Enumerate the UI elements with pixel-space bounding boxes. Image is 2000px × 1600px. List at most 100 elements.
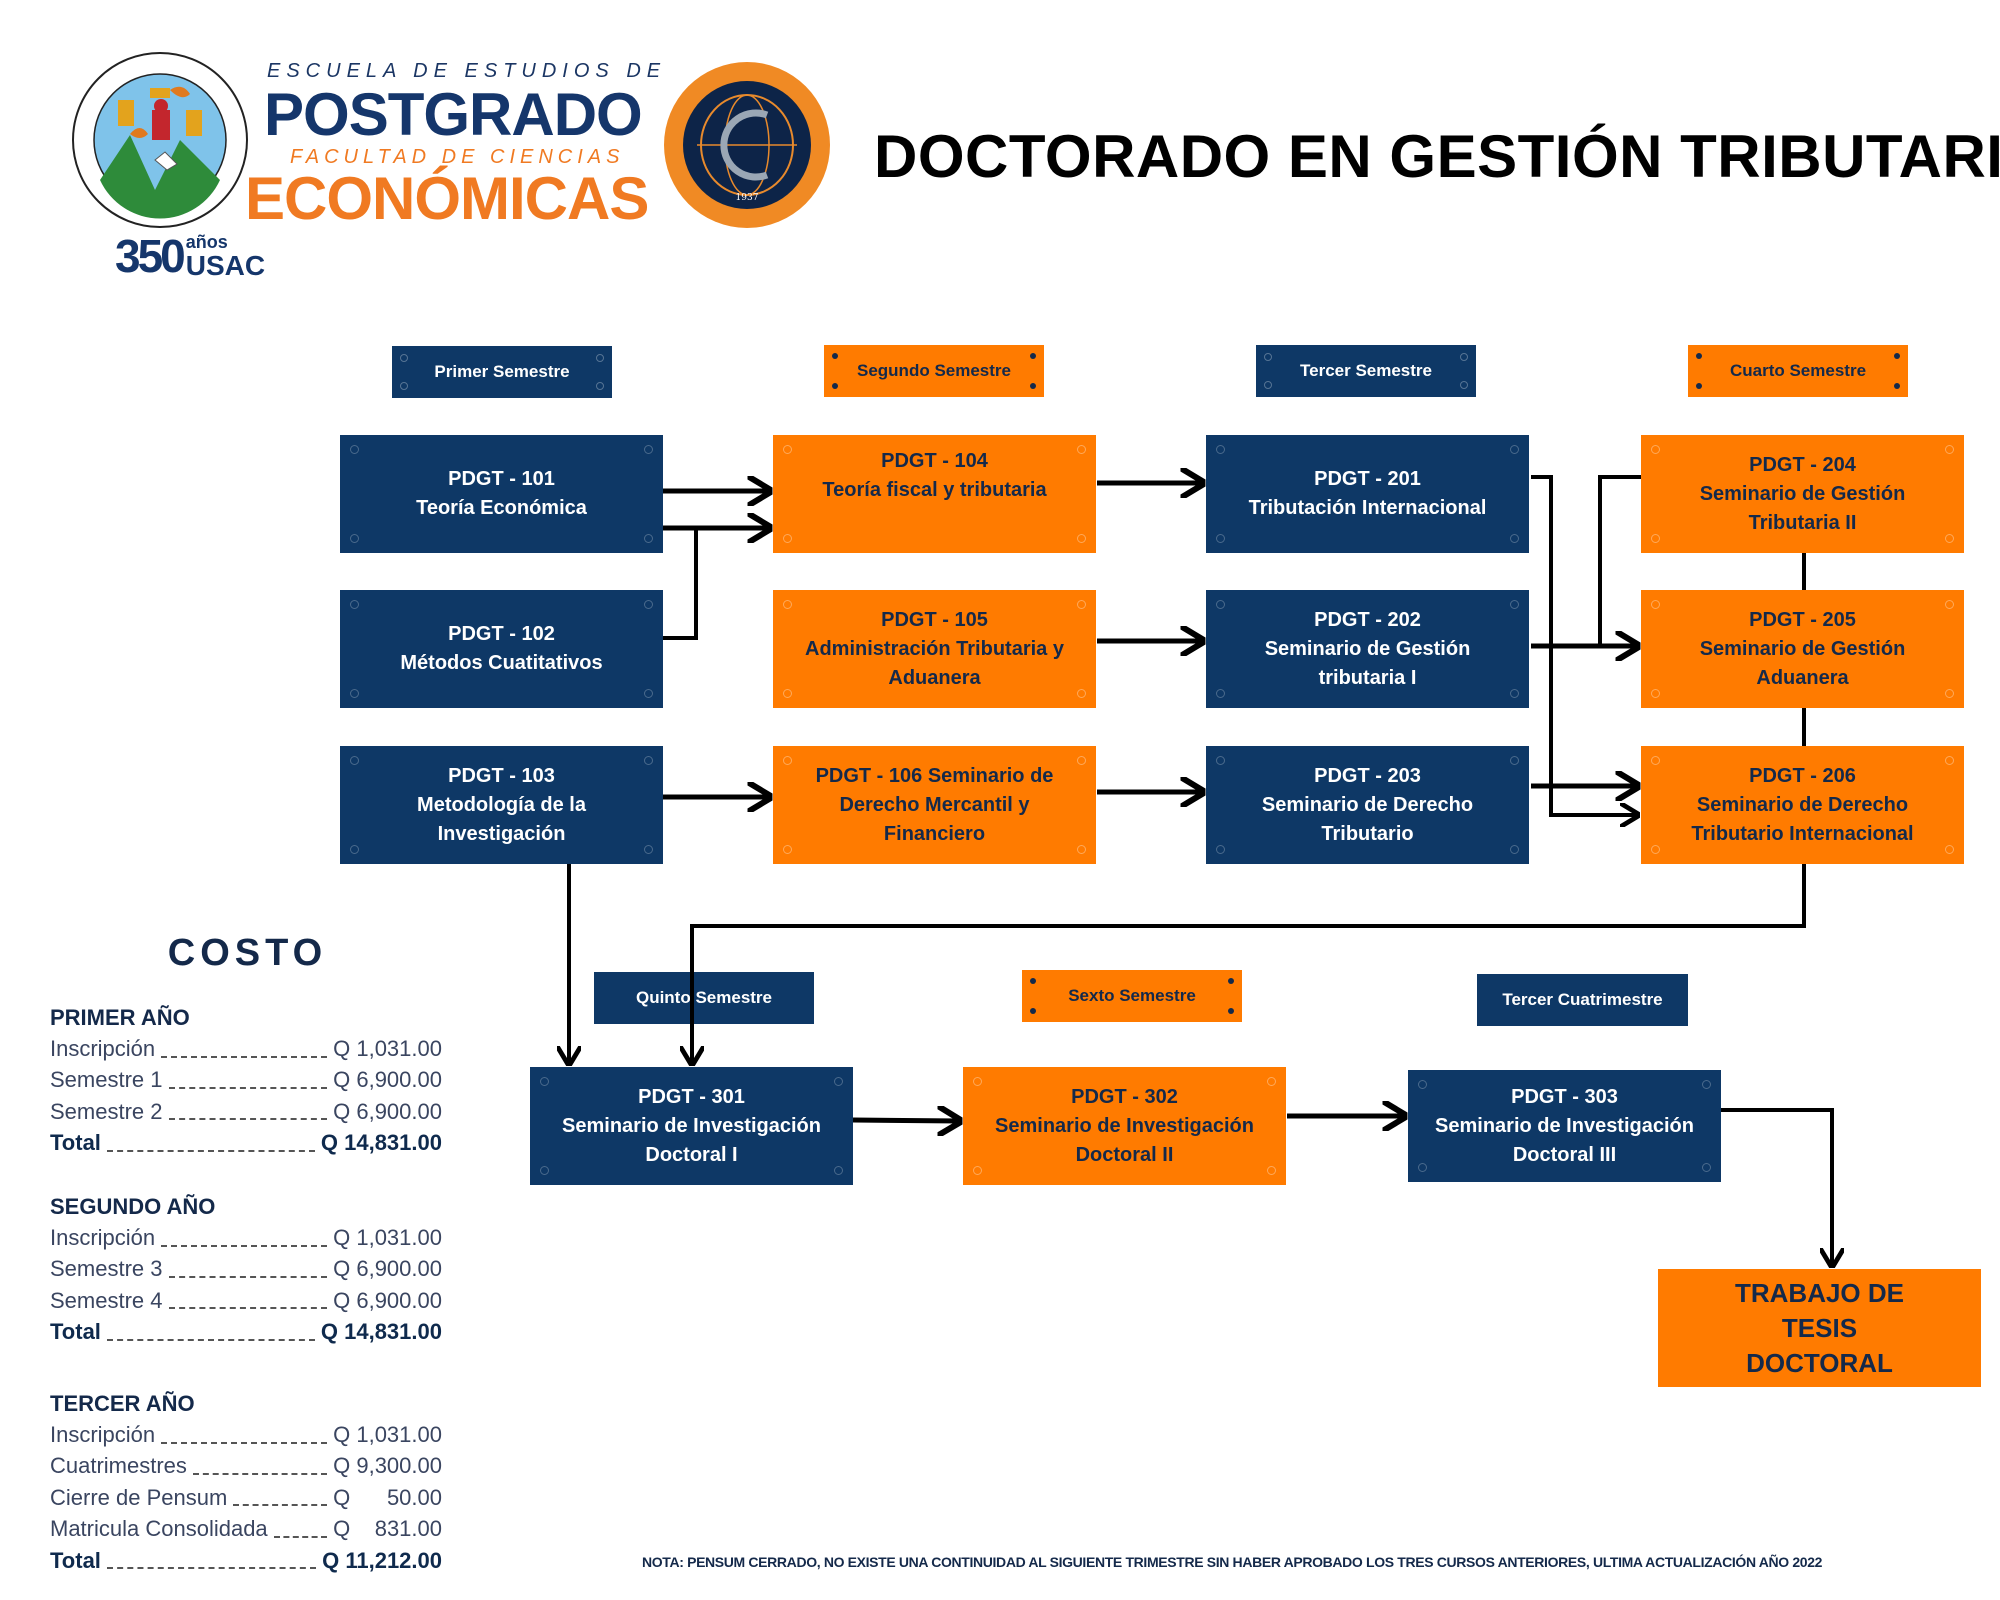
course-code: PDGT - 302	[1071, 1085, 1178, 1108]
anniv-anos: años	[185, 232, 228, 252]
corner-dot-icon	[1077, 689, 1086, 698]
label-text: Primer Semestre	[434, 362, 570, 381]
corner-dot-icon	[350, 600, 359, 609]
label-tercer-semestre: Tercer Semestre	[1256, 345, 1476, 397]
label-text: Sexto Semestre	[1068, 986, 1196, 1005]
corner-dot-icon	[1267, 1166, 1276, 1175]
course-name: Seminario de Derecho Tributario	[1261, 793, 1474, 845]
corner-dot-icon	[1651, 756, 1660, 765]
corner-dot-icon	[1264, 353, 1272, 361]
leader-dashes	[168, 1087, 328, 1090]
footnote: NOTA: PENSUM CERRADO, NO EXISTE UNA CONT…	[642, 1554, 1823, 1570]
corner-dot-icon	[596, 354, 604, 362]
leader-dashes	[161, 1441, 328, 1444]
cost-label: Inscripción	[50, 1225, 156, 1250]
arrow-102-104	[663, 528, 698, 640]
corner-dot-icon	[1651, 534, 1660, 543]
corner-dot-icon	[783, 600, 792, 609]
thesis-label: TRABAJO DE TESIS DOCTORAL	[1734, 1277, 1904, 1378]
course-code: PDGT - 303	[1511, 1085, 1618, 1108]
corner-dot-icon	[1418, 1080, 1427, 1089]
corner-dot-icon	[1460, 353, 1468, 361]
corner-dot-icon	[1077, 600, 1086, 609]
corner-dot-icon	[973, 1166, 982, 1175]
course-name: Teoría fiscal y tributaria	[822, 479, 1047, 501]
leader-dashes	[233, 1504, 328, 1507]
corner-dot-icon	[783, 845, 792, 854]
leader-dashes	[168, 1276, 328, 1279]
usac-seal-logo	[70, 50, 250, 230]
course-name: Métodos Cuatitativos	[400, 652, 603, 674]
corner-dot-icon	[1696, 353, 1702, 359]
course-code: PDGT - 102	[448, 623, 555, 645]
corner-dot-icon	[644, 845, 653, 854]
course-name: Seminario de Investigación Doctoral II	[995, 1114, 1254, 1166]
corner-dot-icon	[1216, 845, 1225, 854]
corner-dot-icon	[400, 382, 408, 390]
cost-label: Inscripción	[50, 1422, 156, 1447]
label-segundo-semestre: Segundo Semestre	[824, 345, 1044, 397]
course-code: PDGT - 204	[1749, 453, 1856, 476]
cost-year-heading: SEGUNDO AÑO	[50, 1194, 216, 1219]
course-name: Seminario de Investigación Doctoral I	[562, 1114, 821, 1166]
thesis-box[interactable]: TRABAJO DE TESIS DOCTORAL	[1658, 1269, 1981, 1387]
cost-value: Q 1,031.00	[333, 1225, 442, 1250]
course-name: Derecho Mercantil y Financiero	[839, 793, 1030, 845]
page-title: DOCTORADO EN GESTIÓN TRIBUTARIA	[874, 123, 2000, 190]
course-code: PDGT - 202	[1314, 608, 1421, 631]
label-sexto-semestre: Sexto Semestre	[1022, 970, 1242, 1022]
cost-label: Semestre 2	[50, 1098, 163, 1124]
course-name: Administración Tributaria y Aduanera	[805, 637, 1064, 689]
cost-label: Inscripción	[50, 1036, 156, 1061]
course-pdgt-106[interactable]: PDGT - 106 Seminario de Derecho Mercantil…	[773, 746, 1096, 864]
corner-dot-icon	[350, 756, 359, 765]
label-quinto-semestre: Quinto Semestre	[594, 972, 814, 1024]
corner-dot-icon	[350, 445, 359, 454]
course-code: PDGT - 301	[638, 1085, 745, 1108]
leader-dashes	[273, 1535, 328, 1538]
corner-dot-icon	[1651, 845, 1660, 854]
cost-year-heading: PRIMER AÑO	[50, 1005, 190, 1030]
corner-dot-icon	[1945, 600, 1954, 609]
corner-dot-icon	[783, 445, 792, 454]
label-text: Quinto Semestre	[635, 988, 773, 1007]
corner-dot-icon	[834, 1166, 843, 1175]
corner-dot-icon	[783, 534, 792, 543]
cost-value: Q 9,300.00	[333, 1453, 442, 1479]
logo-postgrado-text: POSTGRADO	[264, 81, 643, 148]
leader-dashes	[161, 1055, 328, 1058]
corner-dot-icon	[1945, 445, 1954, 454]
corner-dot-icon	[1228, 978, 1234, 984]
label-cuarto-semestre: Cuarto Semestre	[1688, 345, 1908, 397]
corner-dot-icon	[1894, 383, 1900, 389]
leader-dashes	[106, 1338, 315, 1341]
course-code: PDGT - 106 Seminario de	[815, 764, 1054, 787]
label-tercer-cuatrimestre: Tercer Cuatrimestre	[1477, 974, 1688, 1026]
cost-label: Cuatrimestres	[50, 1453, 187, 1479]
corner-dot-icon	[1702, 1080, 1711, 1089]
corner-dot-icon	[400, 354, 408, 362]
course-code: PDGT - 203	[1314, 764, 1421, 787]
course-code: PDGT - 101	[448, 468, 555, 490]
